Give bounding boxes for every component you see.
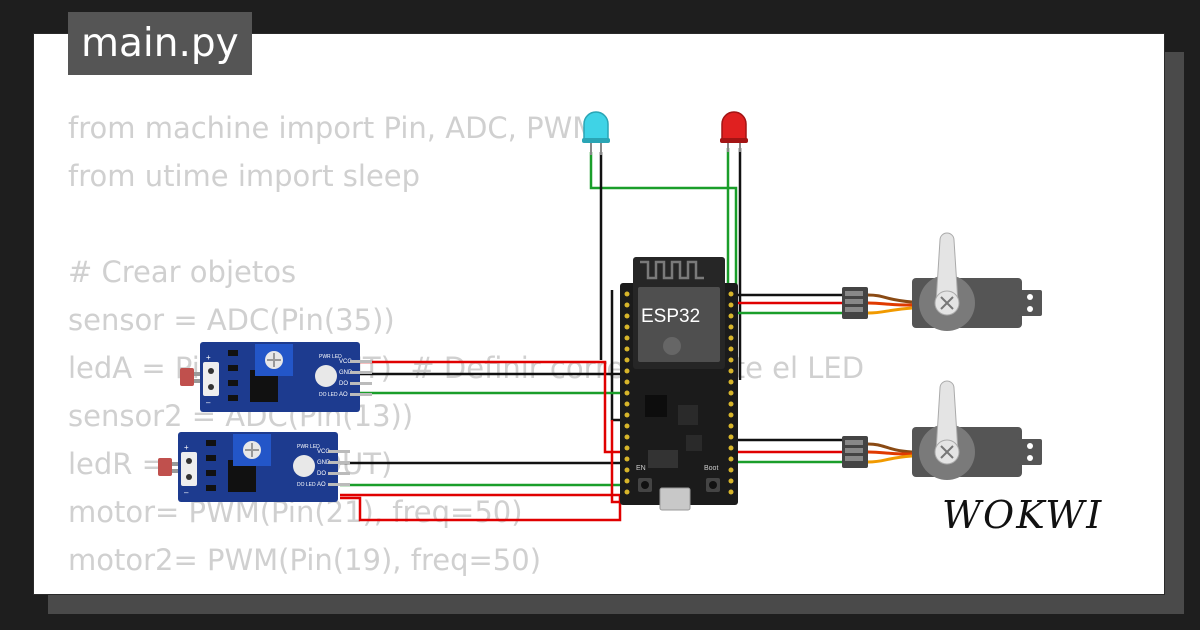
en-button-label: EN: [636, 465, 646, 472]
svg-text:+: +: [206, 353, 211, 362]
servo-bottom[interactable]: [842, 380, 1042, 480]
pwr-led-label: PWR LED: [319, 354, 342, 360]
file-tab[interactable]: main.py: [68, 12, 252, 75]
code-line: # Crear objetos: [68, 255, 297, 289]
pin-label: AO: [339, 392, 348, 398]
pin-label: GND: [339, 370, 353, 376]
pwr-led-label: PWR LED: [297, 444, 320, 450]
potentiometer-icon: [265, 351, 283, 369]
code-line: from machine import Pin, ADC, PWM: [68, 111, 598, 145]
led-blue[interactable]: [582, 111, 610, 155]
pin-label: VCC: [339, 359, 352, 365]
svg-text:+: +: [184, 443, 189, 452]
code-line: sensor = ADC(Pin(35)): [68, 303, 395, 337]
code-line: from utime import sleep: [68, 159, 421, 193]
do-led-label: DO LED: [319, 392, 338, 398]
potentiometer-icon: [243, 441, 261, 459]
ldr-sensor-module-1[interactable]: + – PWR LED DO LED VCC GND DO AO: [180, 342, 372, 412]
esp32-label: ESP32: [641, 306, 700, 327]
wires: [340, 148, 842, 522]
esp32-board[interactable]: ESP32 Boot EN: [620, 257, 738, 511]
pin-label: GND: [317, 460, 331, 466]
servo-top[interactable]: [842, 232, 1042, 331]
ldr-sensor-module-2[interactable]: + – PWR LED DO LED VCC GND DO AO: [158, 432, 350, 502]
usb-port-icon: [659, 487, 691, 511]
pin-label: VCC: [317, 449, 330, 455]
wokwi-logo: WOKWI: [942, 493, 1103, 537]
svg-text:–: –: [184, 488, 189, 497]
do-led-label: DO LED: [297, 482, 316, 488]
code-line: motor2= PWM(Pin(19), freq=50): [68, 543, 542, 577]
pin-label: AO: [317, 482, 326, 488]
wifi-chip-icon: [640, 260, 704, 280]
svg-text:–: –: [206, 398, 211, 407]
logo-text: WOKWI: [942, 493, 1103, 537]
led-red[interactable]: [720, 111, 748, 152]
pin-label: DO: [339, 381, 348, 387]
boot-button-label: Boot: [704, 465, 718, 472]
pin-label: DO: [317, 471, 326, 477]
